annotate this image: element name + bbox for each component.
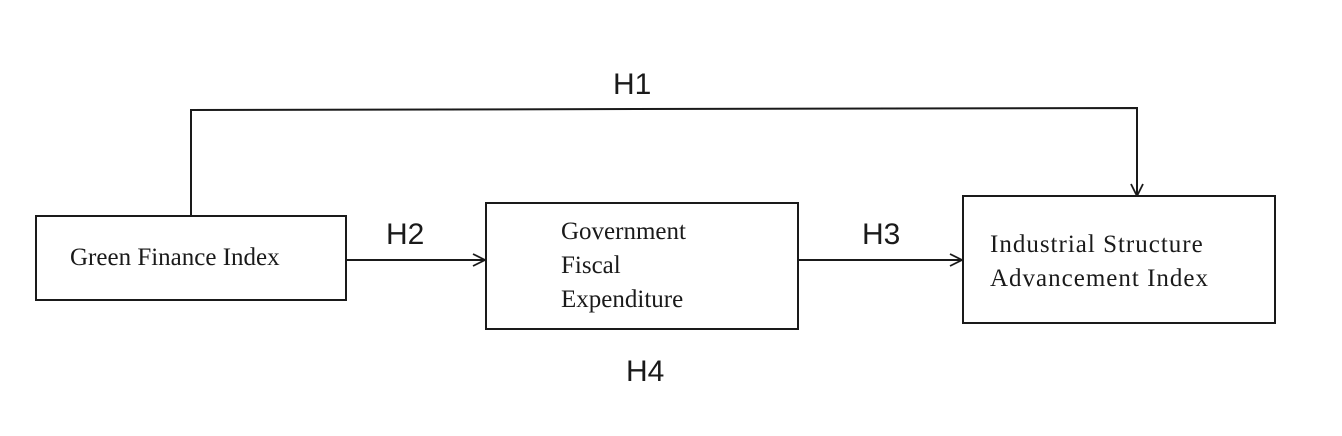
- hypothesis-label-h3: H3: [862, 218, 901, 251]
- edge-h1-arrow: [190, 106, 1137, 215]
- hypothesis-label-h1: H1: [613, 68, 652, 101]
- node-green-finance-index: Green Finance Index: [35, 215, 347, 301]
- node-label-line-2: Advancement Index: [990, 265, 1210, 292]
- node-label-line-1: Industrial Structure: [990, 231, 1204, 258]
- node-label-line-2: Fiscal: [561, 252, 621, 279]
- node-label: Green Finance Index: [70, 244, 280, 271]
- hypothesis-label-h4: H4: [626, 355, 665, 388]
- node-government-fiscal-expenditure: Government Fiscal Expenditure: [485, 202, 799, 330]
- node-label-line-1: Government: [561, 218, 686, 245]
- node-industrial-structure-advancement-index: Industrial Structure Advancement Index: [962, 195, 1276, 324]
- node-label-line-3: Expenditure: [561, 286, 684, 313]
- hypothesis-label-h2: H2: [386, 218, 425, 251]
